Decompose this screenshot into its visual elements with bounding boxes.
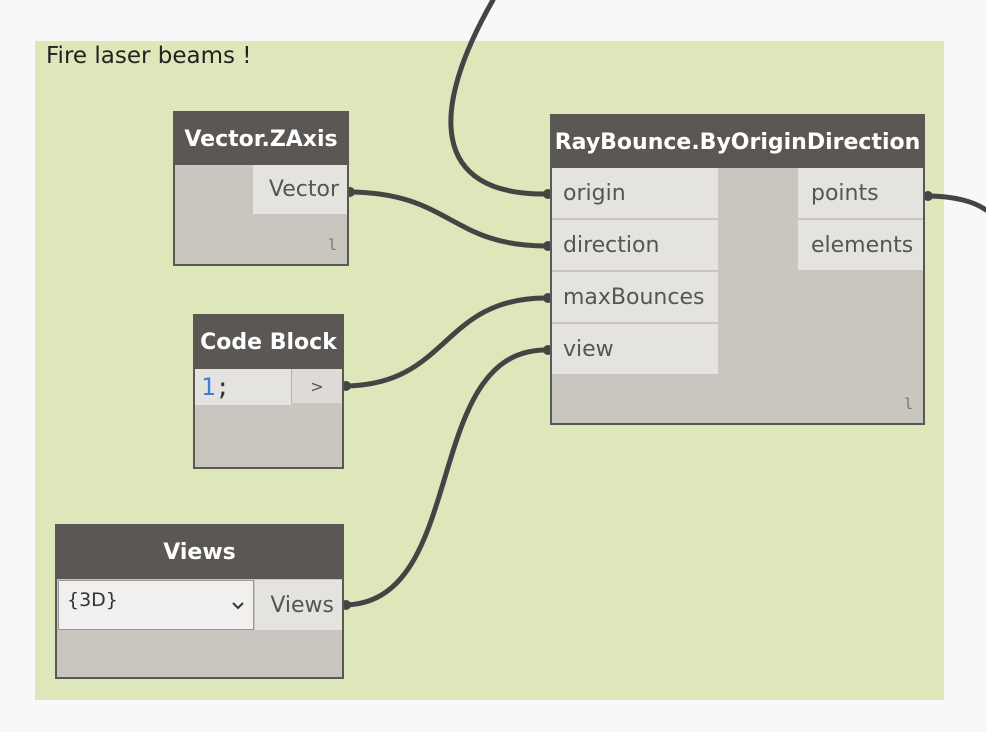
code-editor[interactable]: 1;: [195, 369, 291, 405]
code-number: 1: [201, 373, 216, 401]
lacing-indicator: l: [903, 395, 913, 413]
node-code-block[interactable]: Code Block 1; >: [193, 314, 344, 469]
node-raybounce[interactable]: RayBounce.ByOriginDirection origin direc…: [550, 114, 925, 425]
node-header[interactable]: RayBounce.ByOriginDirection: [552, 116, 923, 168]
views-dropdown[interactable]: {3D}: [58, 580, 254, 630]
lacing-indicator: l: [327, 236, 337, 254]
output-port-views[interactable]: Views: [255, 580, 342, 630]
node-header[interactable]: Vector.ZAxis: [175, 113, 347, 165]
input-port-direction[interactable]: direction: [552, 220, 718, 270]
output-port-vector[interactable]: Vector: [253, 165, 347, 214]
node-header[interactable]: Views: [57, 526, 342, 579]
chevron-down-icon: [231, 594, 245, 616]
dropdown-value: {3D}: [67, 589, 118, 611]
input-port-maxbounces[interactable]: maxBounces: [552, 272, 718, 322]
wire-points-to-external: [924, 193, 986, 213]
input-port-view[interactable]: view: [552, 324, 718, 374]
node-vector-zaxis[interactable]: Vector.ZAxis Vector l: [173, 111, 349, 266]
wire-external-to-origin: [448, 0, 549, 197]
port-dot-points-out: [923, 191, 933, 201]
node-views[interactable]: Views {3D} Views: [55, 524, 344, 679]
node-header[interactable]: Code Block: [195, 316, 342, 369]
code-semicolon: ;: [215, 373, 230, 401]
group-title[interactable]: Fire laser beams !: [46, 43, 252, 69]
wire-views-to-view: [340, 347, 549, 608]
wire-vector-to-direction: [345, 189, 549, 249]
input-port-origin[interactable]: origin: [552, 168, 718, 218]
wire-codeblock-to-maxbounces: [340, 295, 549, 389]
output-port-code[interactable]: >: [291, 369, 342, 403]
output-port-elements[interactable]: elements: [798, 220, 923, 270]
output-port-points[interactable]: points: [798, 168, 923, 218]
